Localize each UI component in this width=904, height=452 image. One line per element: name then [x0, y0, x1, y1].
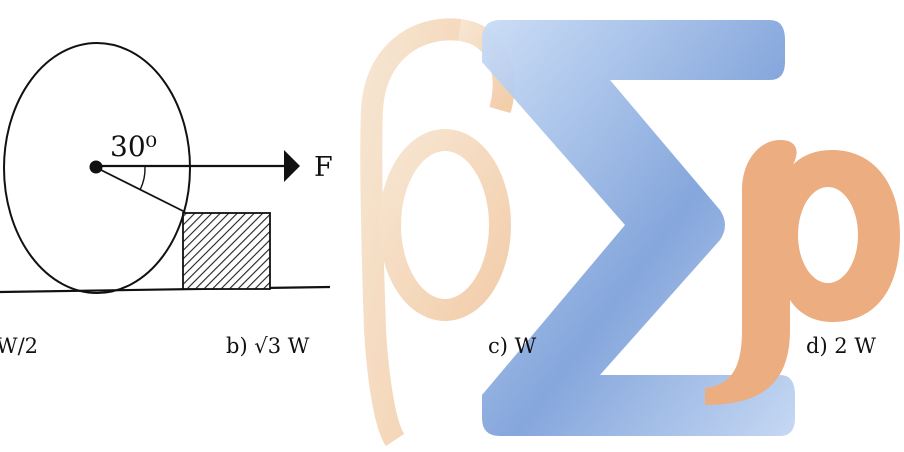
watermark-sigma: [482, 20, 795, 436]
watermark-beta-outline: [360, 18, 515, 447]
option-a: W/2: [0, 334, 39, 358]
watermark-beta-solid: [705, 140, 900, 405]
step-block: [182, 212, 271, 290]
angle-label: 30⁰: [110, 130, 157, 163]
radius-line: [96, 167, 186, 213]
wheel: [3, 42, 191, 294]
force-arrowhead: [284, 150, 300, 182]
angle-arc: [139, 166, 146, 191]
option-c: c) W: [488, 334, 537, 358]
ground-line: [0, 285, 331, 294]
option-b: b) √3 W: [226, 334, 310, 358]
option-d: d) 2 W: [806, 334, 876, 358]
wheel-center: [89, 160, 103, 174]
physics-diagram: 30⁰ F: [0, 42, 333, 294]
force-label: F: [314, 152, 333, 183]
